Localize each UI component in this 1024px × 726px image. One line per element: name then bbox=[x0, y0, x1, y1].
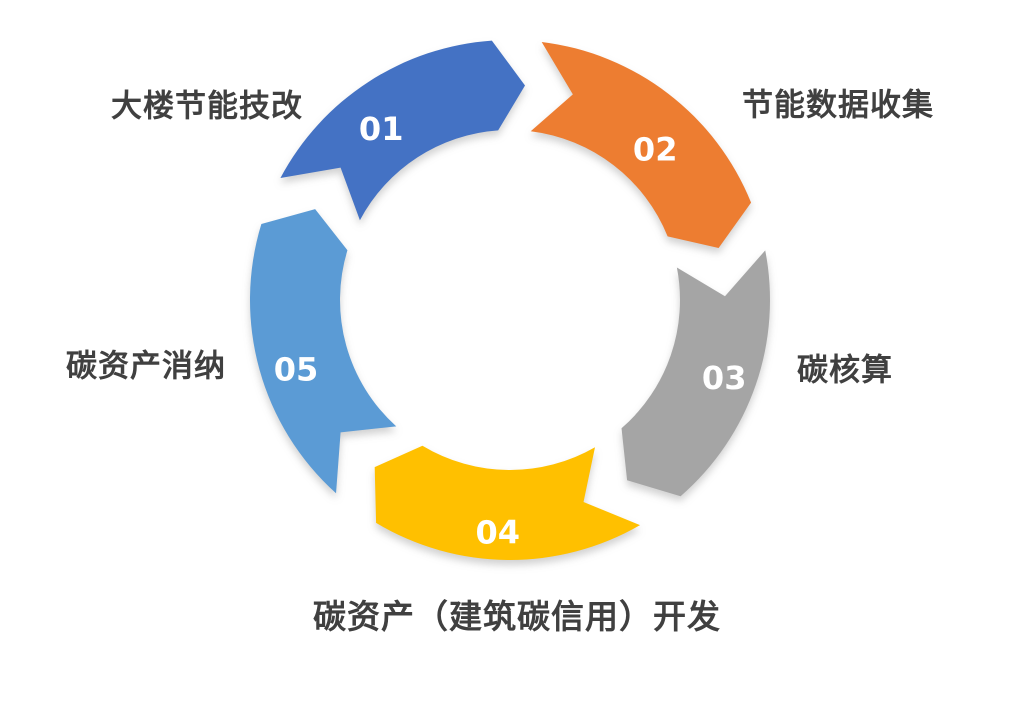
step-label-04: 碳资产（建筑碳信用）开发 bbox=[313, 597, 721, 636]
cycle-segment-03 bbox=[621, 250, 770, 497]
step-label-03: 碳核算 bbox=[797, 352, 893, 389]
step-number-03: 03 bbox=[702, 359, 747, 397]
step-number-01: 01 bbox=[359, 110, 404, 148]
step-number-02: 02 bbox=[633, 131, 678, 169]
step-label-01: 大楼节能技改 bbox=[111, 88, 303, 125]
step-number-05: 05 bbox=[274, 351, 319, 389]
cycle-segment-04 bbox=[374, 445, 640, 561]
cycle-segment-02 bbox=[530, 41, 752, 248]
step-label-05: 碳资产消纳 bbox=[66, 348, 226, 385]
cycle-segment-05 bbox=[249, 209, 397, 494]
cycle-segment-01 bbox=[280, 40, 525, 221]
step-label-02: 节能数据收集 bbox=[742, 87, 934, 124]
step-number-04: 04 bbox=[476, 514, 521, 552]
